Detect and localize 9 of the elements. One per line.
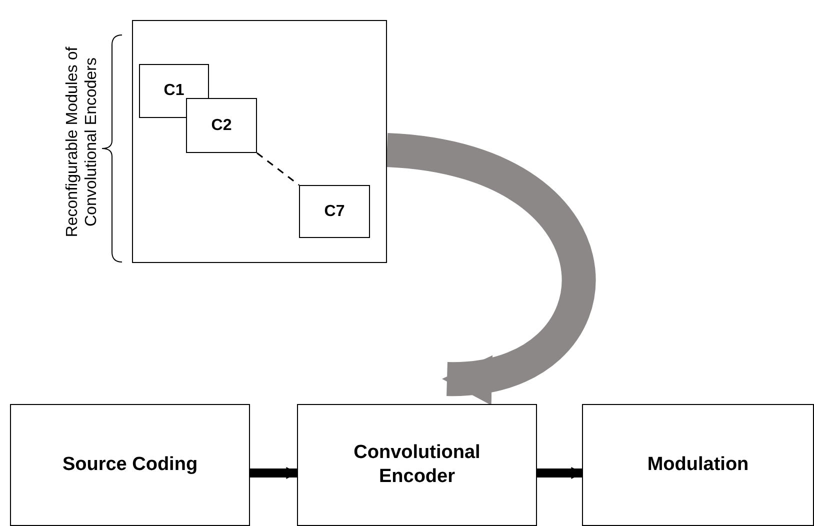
container-box	[132, 20, 387, 263]
module-box: C7	[299, 185, 370, 238]
arrow	[250, 467, 298, 479]
process-box: Source Coding	[10, 404, 250, 526]
arrow	[537, 467, 584, 479]
process-box: Convolutional Encoder	[297, 404, 537, 526]
bracket-label: Reconfigurable Modules of Convolutional Encoders	[63, 45, 101, 239]
process-box: Modulation	[582, 404, 814, 526]
module-box: C2	[186, 98, 257, 153]
